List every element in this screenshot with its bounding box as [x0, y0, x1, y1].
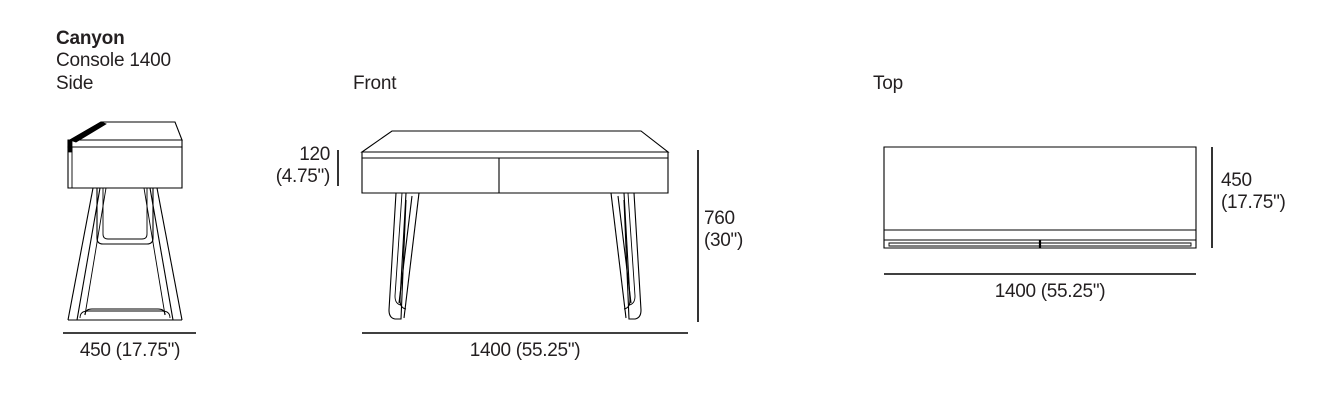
front-view-right-leg-rear-inner: [617, 195, 632, 304]
side-view-right-leg-mid: [149, 187, 174, 321]
view-label-top: Top: [873, 73, 904, 94]
front-view-right-leg-front: [623, 192, 642, 320]
side-view-base-curve-outer: [79, 310, 171, 319]
dim-front-width: 1400 (55.25"): [469, 340, 581, 361]
dim-front-thickness-metric: 120: [299, 144, 330, 165]
front-view-left-leg-rear-inner: [398, 195, 413, 304]
front-view-left-leg-edge: [394, 192, 403, 306]
dim-front-height-metric: 760: [704, 208, 735, 229]
dim-front-thickness-imperial: (4.75"): [275, 166, 331, 187]
top-view-outline: [883, 146, 1197, 249]
front-view-top-surface: [360, 130, 670, 153]
front-view-left-leg-rear-outer: [403, 192, 420, 319]
side-view-edge-chamfer: [69, 121, 107, 143]
side-view-left-leg-mid: [76, 187, 101, 321]
front-view-top-edge-band: [361, 151, 669, 159]
dim-top-depth-imperial: (17.75"): [1221, 192, 1286, 213]
view-label-side: Side: [56, 73, 94, 94]
side-view-top-edge-band: [67, 139, 183, 148]
side-view-left-leg-inner: [84, 187, 107, 316]
top-view-drawer-faces: [888, 242, 1192, 247]
side-view-left-leg-outer: [67, 187, 94, 321]
product-name: Canyon: [56, 28, 125, 49]
view-label-front: Front: [353, 73, 397, 94]
side-view-base-curve-inner: [84, 308, 166, 316]
side-view-right-leg-outer: [156, 187, 183, 321]
side-view-inner-panel-inner: [102, 187, 148, 240]
dim-side-width: 450 (17.75"): [79, 340, 181, 361]
front-view-right-leg-rear-outer: [610, 192, 627, 319]
side-view-inner-panel-outer: [96, 187, 154, 245]
front-view-apron: [361, 157, 669, 194]
dim-top-depth-metric: 450: [1221, 170, 1252, 191]
front-view-left-leg-front: [388, 192, 407, 320]
side-view-right-leg-inner: [143, 187, 166, 316]
dim-front-height-imperial: (30"): [704, 230, 744, 251]
front-view-right-leg-edge: [627, 192, 636, 306]
dim-top-width: 1400 (55.25"): [994, 281, 1106, 302]
side-view-corner-post: [67, 139, 73, 153]
product-model: Console 1400: [56, 50, 171, 71]
side-view-apron: [67, 146, 183, 189]
side-view-drawing: [63, 121, 196, 334]
front-view-drawing: [337, 130, 699, 334]
top-view-drawing: [883, 146, 1213, 275]
